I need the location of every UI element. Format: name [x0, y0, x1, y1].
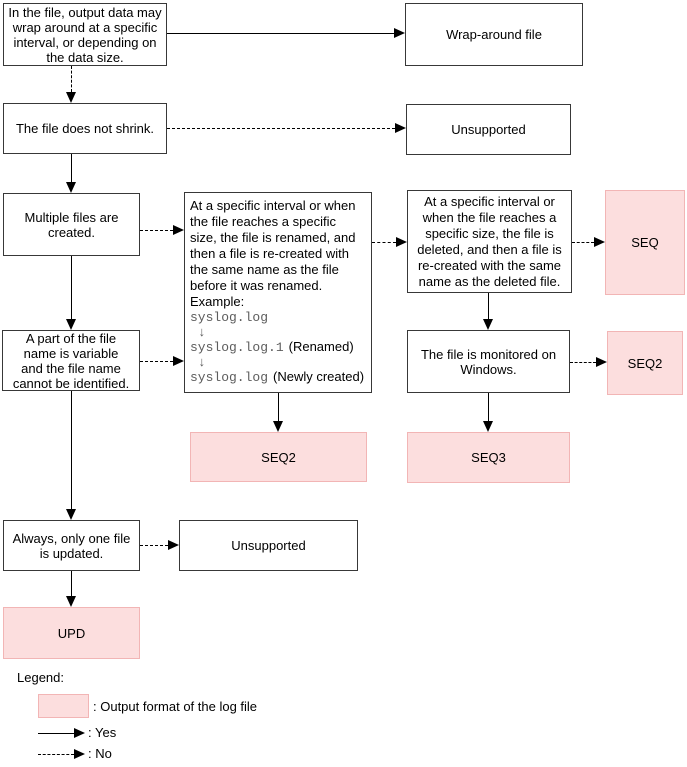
- arrowhead-icon: [66, 319, 76, 330]
- node-rename-desc: At a specific interval or when the file …: [184, 192, 372, 393]
- rename-desc-text: At a specific interval or when the file …: [190, 198, 356, 293]
- legend-output-format-label: : Output format of the log file: [93, 699, 258, 714]
- arrowhead-icon: [168, 540, 179, 550]
- arrowhead-icon: [594, 237, 605, 247]
- rename-desc-example-label: Example:: [190, 294, 245, 309]
- arrowhead-icon: [483, 421, 493, 432]
- flow-line-yes: [71, 391, 72, 509]
- node-delete-desc: At a specific interval or when the file …: [407, 190, 572, 293]
- legend-yes-label: : Yes: [88, 725, 117, 740]
- arrowhead-icon: [396, 237, 407, 247]
- arrowhead-icon: [66, 182, 76, 193]
- node-seq3-label: SEQ3: [471, 450, 506, 465]
- flow-line-no: [140, 545, 168, 546]
- node-unsupported-top: Unsupported: [406, 104, 571, 155]
- arrowhead-icon: [74, 749, 85, 759]
- rename-step-3: syslog.log (Newly created): [190, 369, 367, 386]
- node-wrap-desc: In the file, output data may wrap around…: [3, 3, 167, 66]
- node-seq: SEQ: [605, 190, 685, 295]
- node-multiple-files: Multiple files are created.: [3, 193, 140, 256]
- arrowhead-icon: [394, 28, 405, 38]
- node-no-shrink: The file does not shrink.: [3, 103, 167, 154]
- arrowhead-icon: [395, 123, 406, 133]
- node-seq2-label: SEQ2: [261, 449, 296, 465]
- node-monitored: The file is monitored on Windows.: [407, 330, 570, 393]
- arrowhead-icon: [173, 356, 184, 366]
- node-seq2: SEQ2: [190, 432, 367, 482]
- flow-line-no: [572, 242, 594, 243]
- legend-output-format-swatch: [38, 694, 89, 718]
- node-upd-label: UPD: [57, 625, 86, 641]
- down-arrow-icon: ↓: [198, 355, 206, 370]
- down-arrow-icon: ↓: [198, 325, 206, 340]
- flow-line-yes: [71, 154, 72, 182]
- legend-yes-arrow: [38, 733, 74, 734]
- flow-line-no: [167, 128, 395, 129]
- arrowhead-icon: [66, 509, 76, 520]
- node-wrap-around-file: Wrap-around file: [405, 3, 583, 66]
- legend-no-label: : No: [88, 746, 112, 761]
- node-seq3: SEQ3: [407, 432, 570, 483]
- legend-no-arrow: [38, 754, 74, 755]
- node-seq2-right: SEQ2: [607, 331, 683, 395]
- arrowhead-icon: [66, 596, 76, 607]
- rename-step-2-note: (Renamed): [288, 339, 354, 354]
- node-monitored-label: The file is monitored on Windows.: [420, 346, 557, 377]
- node-wrap-desc-label: In the file, output data may wrap around…: [8, 4, 162, 65]
- node-wrap-around-file-label: Wrap-around file: [446, 27, 542, 42]
- node-seq-label: SEQ: [631, 235, 659, 250]
- flow-line-yes: [488, 293, 489, 319]
- node-part-name-label: A part of the file name is variable and …: [12, 330, 130, 391]
- flow-line-no: [71, 66, 72, 92]
- node-no-shrink-label: The file does not shrink.: [15, 121, 155, 136]
- flow-line-yes: [71, 256, 72, 319]
- node-upd: UPD: [3, 607, 140, 659]
- rename-step-2: syslog.log.1 (Renamed): [190, 339, 367, 356]
- node-delete-desc-label: At a specific interval or when the file …: [417, 193, 562, 289]
- arrowhead-icon: [273, 421, 283, 432]
- arrowhead-icon: [66, 92, 76, 103]
- node-always-one-label: Always, only one file is updated.: [12, 530, 131, 561]
- flow-line-yes: [488, 393, 489, 421]
- node-unsupported-bottom: Unsupported: [179, 520, 358, 571]
- node-multiple-files-label: Multiple files are created.: [24, 209, 119, 240]
- flow-line-no: [570, 362, 596, 363]
- node-always-one: Always, only one file is updated.: [3, 520, 140, 571]
- flow-line-yes: [278, 393, 279, 421]
- rename-step-3-file: syslog.log: [190, 370, 269, 385]
- arrowhead-icon: [483, 319, 493, 330]
- flow-line-no: [140, 361, 173, 362]
- flow-line-yes: [71, 571, 72, 596]
- legend-title: Legend:: [17, 670, 64, 685]
- rename-step-2-file: syslog.log.1: [190, 340, 284, 355]
- rename-step-1: syslog.log: [190, 310, 269, 325]
- flow-line-no: [372, 242, 396, 243]
- rename-step-3-note: (Newly created): [273, 369, 365, 384]
- arrowhead-icon: [596, 357, 607, 367]
- node-unsupported-bottom-label: Unsupported: [231, 538, 306, 553]
- flow-line-yes: [167, 33, 394, 34]
- node-unsupported-top-label: Unsupported: [451, 122, 526, 137]
- node-part-name: A part of the file name is variable and …: [2, 330, 140, 391]
- arrowhead-icon: [173, 225, 184, 235]
- arrowhead-icon: [74, 728, 85, 738]
- flow-line-no: [140, 230, 173, 231]
- node-seq2-right-label: SEQ2: [627, 355, 663, 371]
